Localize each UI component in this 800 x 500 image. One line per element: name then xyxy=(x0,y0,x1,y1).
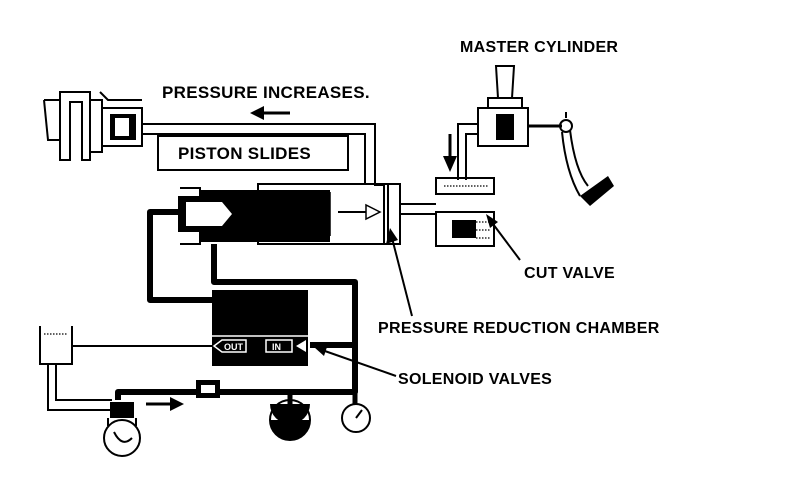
accumulator-line xyxy=(115,342,358,400)
master-cylinder-label: MASTER CYLINDER xyxy=(460,39,618,56)
solenoid-in-label: IN xyxy=(272,342,281,352)
solenoid-out-label: OUT xyxy=(224,342,244,352)
pressure-increase-arrow xyxy=(250,106,290,120)
piston-slides-box xyxy=(157,135,349,171)
master-cylinder xyxy=(477,65,562,147)
pressure-reduction-chamber xyxy=(178,183,401,245)
pump-motor xyxy=(103,402,141,457)
cut-valve-label: CUT VALVE xyxy=(524,265,615,282)
pump-line-center xyxy=(211,244,358,345)
fluid-direction-arrow xyxy=(443,134,457,172)
brake-caliper xyxy=(43,91,143,161)
solenoid-valves-label: SOLENOID VALVES xyxy=(398,371,552,388)
accumulator xyxy=(269,399,311,441)
pressure-reduction-chamber-label: PRESSURE REDUCTION CHAMBER xyxy=(378,320,660,337)
flow-arrow xyxy=(146,397,184,411)
pressure-increases-label: PRESSURE INCREASES. xyxy=(162,83,370,102)
solenoid-valves: OUT IN xyxy=(212,290,308,366)
pressure-gauge xyxy=(341,403,371,433)
reservoir xyxy=(39,326,212,411)
cut-valve xyxy=(400,177,495,247)
brake-pedal xyxy=(559,112,614,206)
master-cylinder-line xyxy=(457,123,478,180)
piston-slides-label: PISTON SLIDES xyxy=(178,144,311,163)
return-line-left xyxy=(147,209,215,303)
check-valve xyxy=(196,380,220,398)
